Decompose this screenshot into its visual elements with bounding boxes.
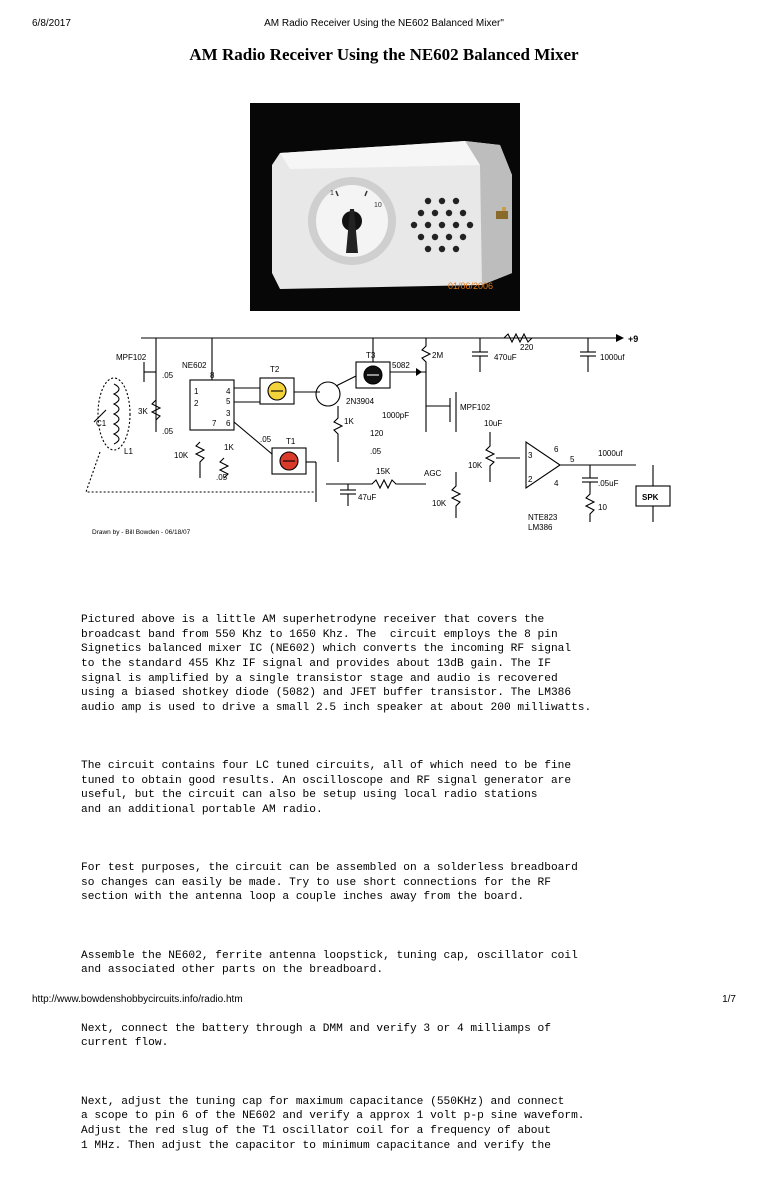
label-l1: L1 bbox=[124, 447, 133, 456]
label-r10k-b: 10K bbox=[432, 499, 447, 508]
footer-url[interactable]: http://www.bowdenshobbycircuits.info/rad… bbox=[32, 994, 243, 1005]
pin-2: 2 bbox=[194, 399, 199, 408]
label-c1000pf: 1000pF bbox=[382, 411, 409, 420]
speaker-hole bbox=[424, 245, 432, 253]
speaker-hole bbox=[445, 233, 453, 241]
label-lm386: LM386 bbox=[528, 523, 553, 532]
print-header-title: AM Radio Receiver Using the NE602 Balanc… bbox=[264, 18, 504, 29]
speaker-hole bbox=[466, 221, 474, 229]
label-c1000b: 1000uf bbox=[598, 449, 623, 458]
paragraph-1: Pictured above is a little AM superhetro… bbox=[81, 614, 592, 714]
speaker-hole bbox=[438, 221, 446, 229]
speaker-hole bbox=[452, 197, 460, 205]
label-mpf102-b: MPF102 bbox=[460, 403, 491, 412]
label-spk: SPK bbox=[642, 493, 659, 502]
label-t2: T2 bbox=[270, 365, 280, 374]
amp-pin-4: 4 bbox=[554, 479, 559, 488]
speaker-hole bbox=[459, 233, 467, 241]
label-c05e: .05 bbox=[216, 473, 228, 482]
label-r120: 120 bbox=[370, 429, 384, 438]
pin-6: 6 bbox=[226, 419, 231, 428]
footer-page-number: 1/7 bbox=[722, 994, 736, 1005]
label-c05d: .05 bbox=[370, 447, 382, 456]
lm386-amp bbox=[525, 440, 561, 490]
label-c1: C1 bbox=[96, 419, 107, 428]
speaker-hole bbox=[431, 209, 439, 217]
speaker-hole bbox=[431, 233, 439, 241]
speaker-hole bbox=[410, 221, 418, 229]
dial-mark-10: 10 bbox=[374, 202, 382, 209]
dial-mark-1: 1 bbox=[330, 190, 334, 197]
label-c05uf: .05uF bbox=[598, 479, 619, 488]
radio-photo: 1 10 01/06/2006 bbox=[250, 103, 520, 311]
label-c05c: .05 bbox=[260, 435, 272, 444]
label-nte823: NTE823 bbox=[528, 513, 558, 522]
pin-1: 1 bbox=[194, 387, 199, 396]
label-r3k: 3K bbox=[138, 407, 148, 416]
amp-pin-6: 6 bbox=[554, 445, 559, 454]
label-r10: 10 bbox=[598, 503, 607, 512]
amp-pin-3: 3 bbox=[528, 451, 533, 460]
tuning-dial: 1 10 bbox=[308, 177, 396, 265]
label-c05b: .05 bbox=[162, 427, 174, 436]
label-c47: 47uF bbox=[358, 493, 376, 502]
speaker-hole bbox=[424, 197, 432, 205]
speaker-hole bbox=[417, 209, 425, 217]
speaker-hole bbox=[459, 209, 467, 217]
speaker-hole bbox=[424, 221, 432, 229]
label-c470: 470uF bbox=[494, 353, 517, 362]
label-ne602: NE602 bbox=[182, 361, 207, 370]
t1-transformer bbox=[271, 447, 307, 475]
photo-date-stamp: 01/06/2006 bbox=[448, 281, 493, 291]
paragraph-5: Next, connect the battery through a DMM … bbox=[81, 1022, 551, 1050]
pin-7: 7 bbox=[212, 419, 217, 428]
label-r220: 220 bbox=[520, 343, 534, 352]
pin-3: 3 bbox=[226, 409, 231, 418]
label-r2m: 2M bbox=[432, 351, 443, 360]
power-switch bbox=[496, 211, 508, 219]
label-r10k-a: 10K bbox=[174, 451, 189, 460]
label-c05a: .05 bbox=[162, 371, 174, 380]
label-t1: T1 bbox=[286, 437, 296, 446]
label-q2n3904: 2N3904 bbox=[346, 397, 375, 406]
label-mpf102-a: MPF102 bbox=[116, 353, 147, 362]
amp-pin-2: 2 bbox=[528, 475, 533, 484]
print-date: 6/8/2017 bbox=[32, 18, 71, 29]
article-body: Pictured above is a little AM superhetro… bbox=[81, 584, 721, 1182]
label-r1k-a: 1K bbox=[224, 443, 234, 452]
speaker-grille bbox=[410, 197, 474, 253]
paragraph-2: The circuit contains four LC tuned circu… bbox=[81, 760, 572, 816]
speaker-hole bbox=[452, 221, 460, 229]
supply-label: +9 bbox=[628, 334, 638, 344]
label-agc: AGC bbox=[424, 469, 442, 478]
label-r15k: 15K bbox=[376, 467, 391, 476]
paragraph-3: For test purposes, the circuit can be as… bbox=[81, 862, 578, 904]
pin-5: 5 bbox=[226, 397, 231, 406]
speaker-hole bbox=[438, 197, 446, 205]
amp-pin-5: 5 bbox=[570, 455, 575, 464]
speaker-hole bbox=[452, 245, 460, 253]
schematic-credit: Drawn by - Bill Bowden - 06/18/07 bbox=[92, 529, 191, 536]
label-r1k-b: 1K bbox=[344, 417, 354, 426]
label-c10uf: 10uF bbox=[484, 419, 502, 428]
t2-transformer bbox=[259, 377, 295, 405]
page-title: AM Radio Receiver Using the NE602 Balanc… bbox=[189, 45, 579, 64]
pin-4: 4 bbox=[226, 387, 231, 396]
speaker-hole bbox=[445, 209, 453, 217]
paragraph-4: Assemble the NE602, ferrite antenna loop… bbox=[81, 949, 578, 977]
label-t3: T3 bbox=[366, 351, 376, 360]
paragraph-6: Next, adjust the tuning cap for maximum … bbox=[81, 1095, 585, 1152]
label-c1000a: 1000uf bbox=[600, 353, 625, 362]
speaker-hole bbox=[417, 233, 425, 241]
circuit-schematic: +9 220 470uF 1000uf C1 L1 MPF102 .05 3K … bbox=[76, 322, 686, 540]
label-d5082: 5082 bbox=[392, 361, 410, 370]
speaker-hole bbox=[438, 245, 446, 253]
label-r10k-c: 10K bbox=[468, 461, 483, 470]
